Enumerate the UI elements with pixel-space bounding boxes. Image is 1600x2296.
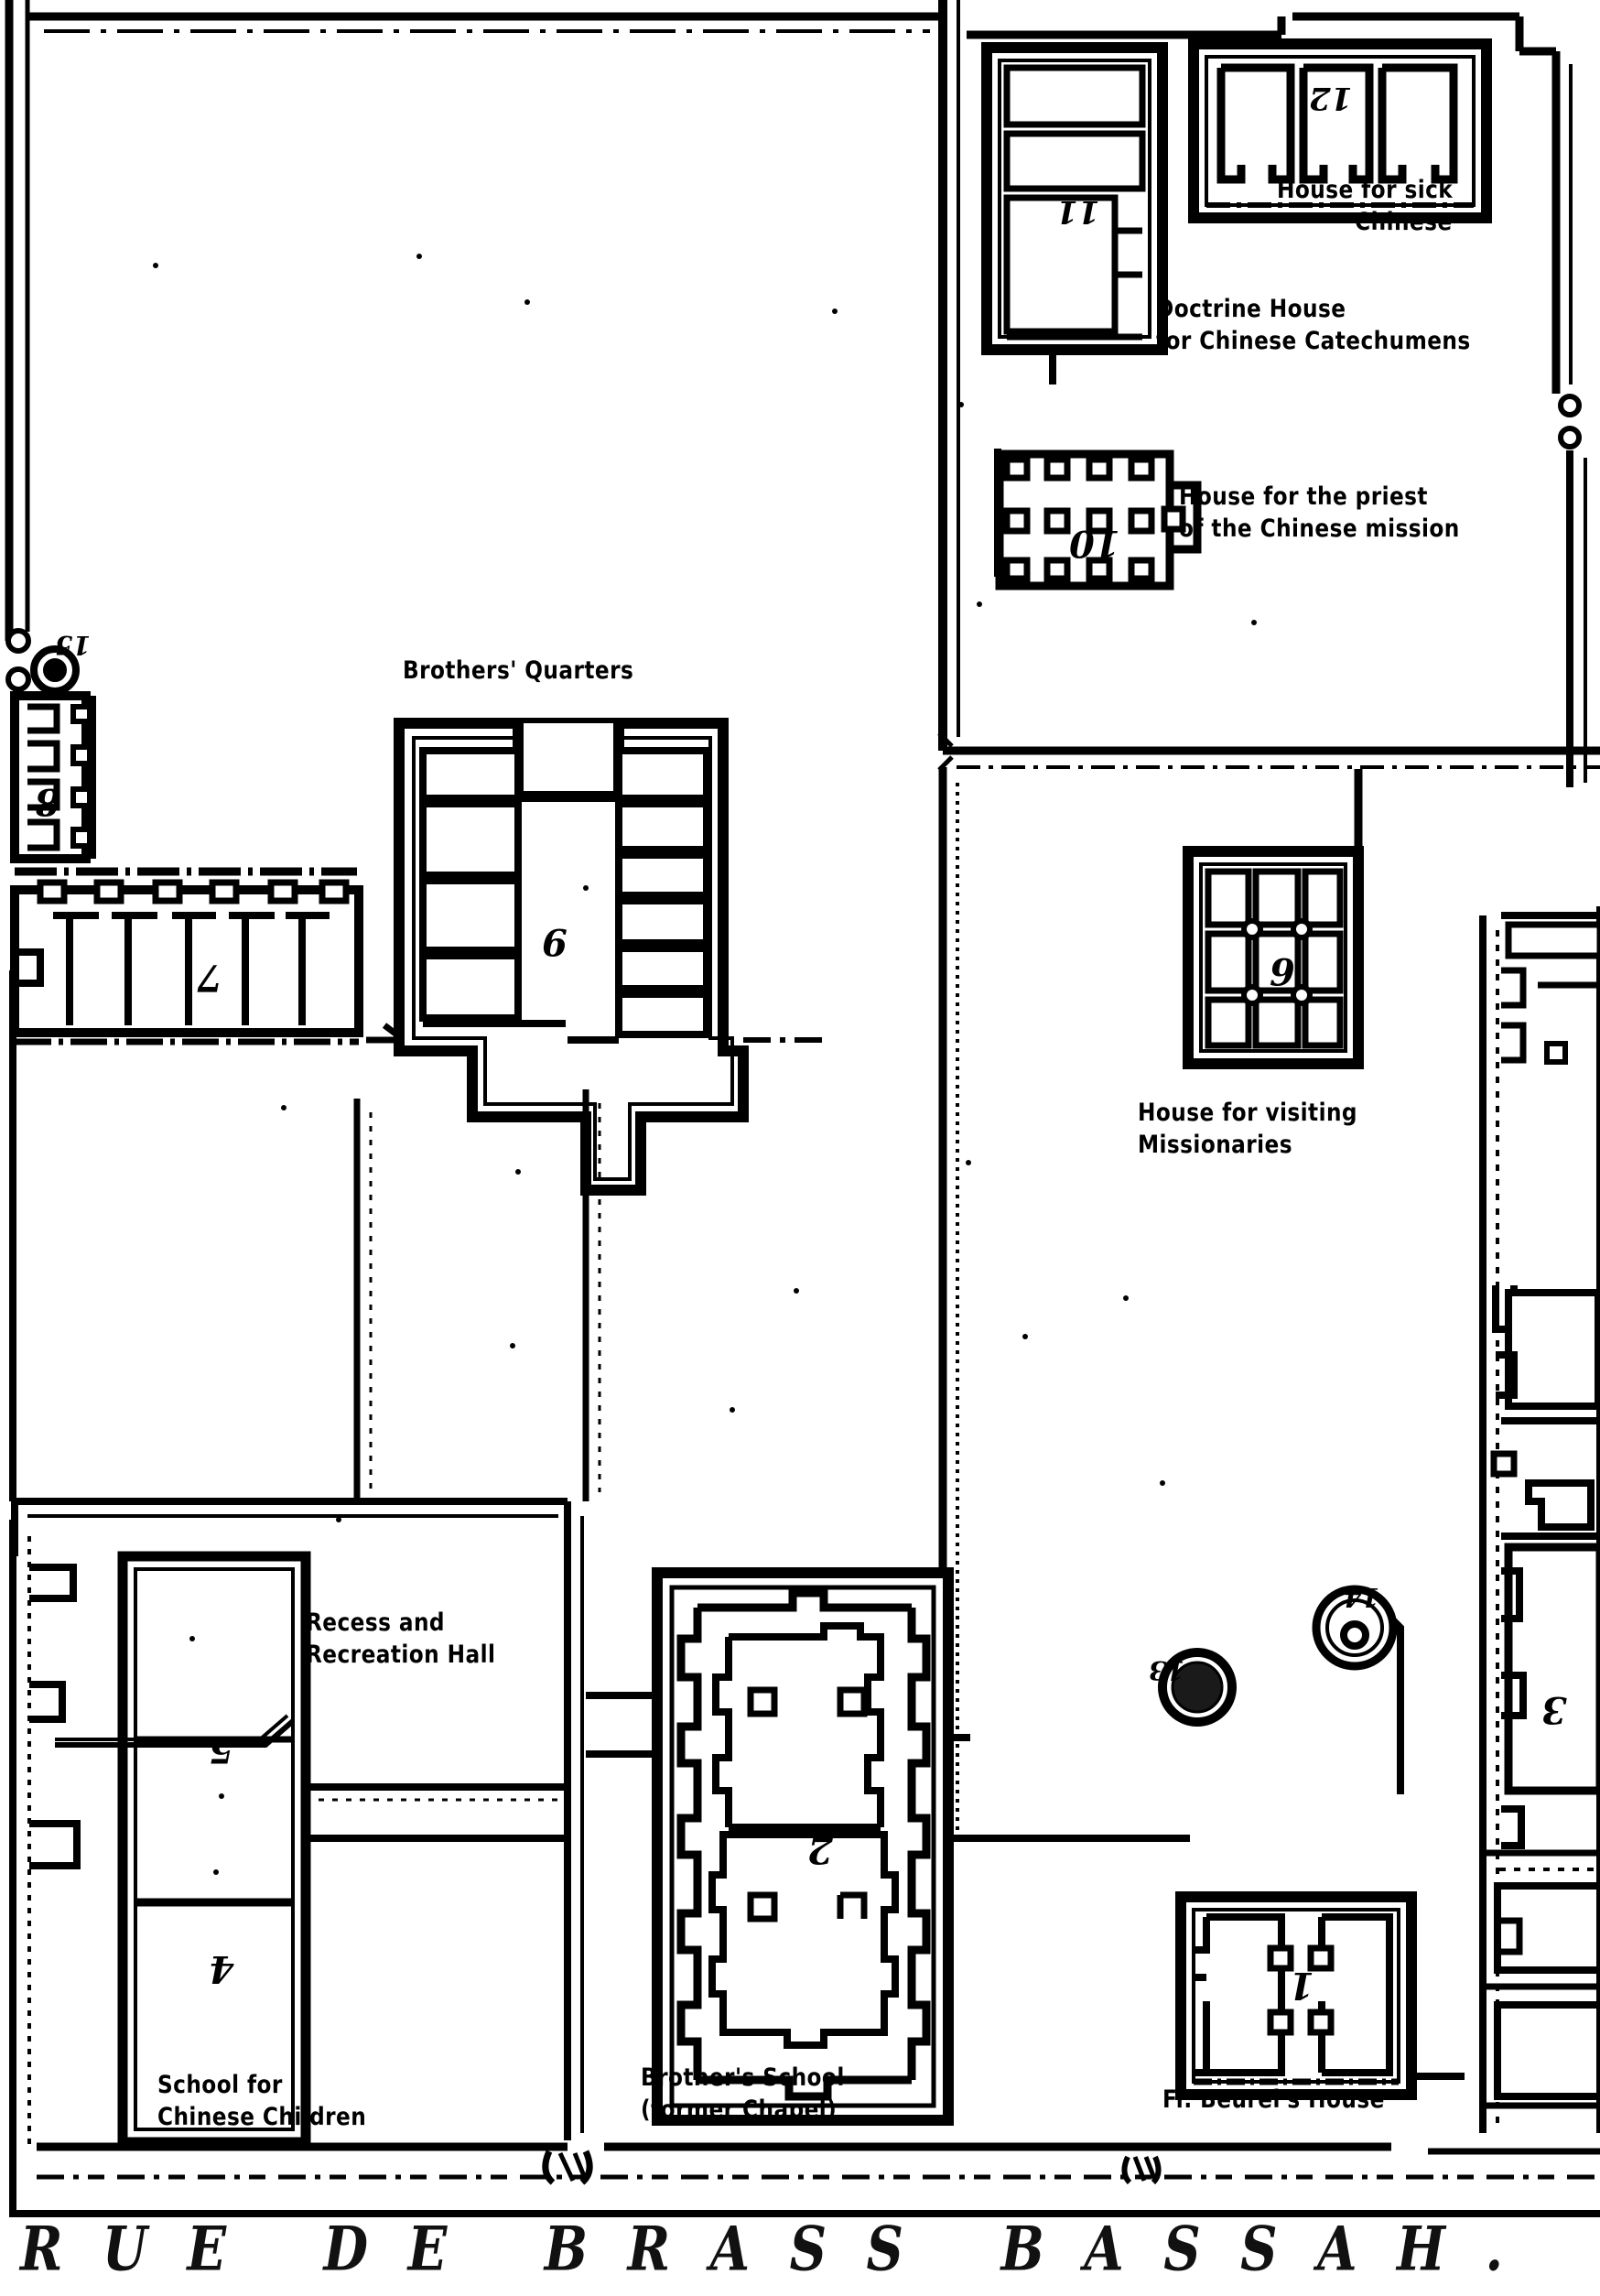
label-house-sick-chinese: House for sick Chinese xyxy=(1277,176,1454,237)
key-number-4: 4 xyxy=(209,1947,234,1990)
well-14 xyxy=(1312,1585,1404,1794)
label-house-priest-chinese-mission: House for the priest of the Chinese miss… xyxy=(1179,482,1460,544)
key-number-13: 13 xyxy=(1149,1655,1184,1685)
key-number-3: 3 xyxy=(1541,1688,1567,1731)
building-2-brothers-school xyxy=(586,1567,970,2126)
street-name: R U E D E B R A S S B A S S A H . xyxy=(20,2214,1514,2285)
key-number-7: 7 xyxy=(197,956,222,999)
well-13 xyxy=(1158,1648,1237,1727)
key-number-15: 15 xyxy=(55,630,91,660)
wall-northeast-block xyxy=(967,12,1587,787)
building-6-visiting-missionaries xyxy=(1183,769,1364,1069)
label-house-visiting-missionaries: House for visiting Missionaries xyxy=(1138,1099,1357,1160)
key-number-6: 6 xyxy=(1270,949,1295,992)
key-number-2: 2 xyxy=(807,1828,833,1871)
key-number-11: 11 xyxy=(1056,193,1100,230)
building-9-brothers-quarters xyxy=(366,718,824,1196)
wall-left-court xyxy=(9,970,601,2161)
building-8-left-block xyxy=(10,691,96,863)
road-left-boundary xyxy=(5,0,31,692)
label-doctrine-house: Doctrine House for Chinese Catechumens xyxy=(1156,295,1471,356)
ground-stipple xyxy=(153,254,1257,1875)
right-edge-structures xyxy=(1479,906,1600,2133)
building-7-left-row xyxy=(10,867,363,1045)
key-number-12: 12 xyxy=(1309,80,1353,116)
wall-center-vertical xyxy=(937,0,1600,772)
key-number-1: 1 xyxy=(1289,1964,1314,2007)
building-5-4-school-recreation xyxy=(29,1551,568,2148)
label-recess-recreation-hall: Recess and Recreation Hall xyxy=(306,1608,496,1670)
building-12-house-sick-chinese xyxy=(1188,38,1492,223)
building-11-doctrine-house xyxy=(981,42,1168,384)
key-number-5: 5 xyxy=(209,1727,234,1771)
street-boundary-bottom xyxy=(9,2142,1600,2217)
label-brothers-quarters: Brothers' Quarters xyxy=(403,656,634,685)
label-brothers-school: Brother's School (former Chapel) xyxy=(641,2063,845,2125)
wall-left-upper xyxy=(27,12,943,33)
building-10-priest-house xyxy=(994,449,1202,590)
label-fr-beurel-house: Fr. Beurel's House xyxy=(1162,2085,1385,2114)
building-1-fr-beurel-house xyxy=(1175,1891,1465,2100)
key-number-8: 8 xyxy=(35,780,60,823)
gate-roundel-15 xyxy=(30,645,80,695)
key-number-9: 9 xyxy=(542,920,568,963)
key-number-10: 10 xyxy=(1069,522,1120,565)
key-number-14: 14 xyxy=(1344,1582,1379,1612)
label-school-chinese-children: School for Chinese Children xyxy=(157,2071,367,2132)
